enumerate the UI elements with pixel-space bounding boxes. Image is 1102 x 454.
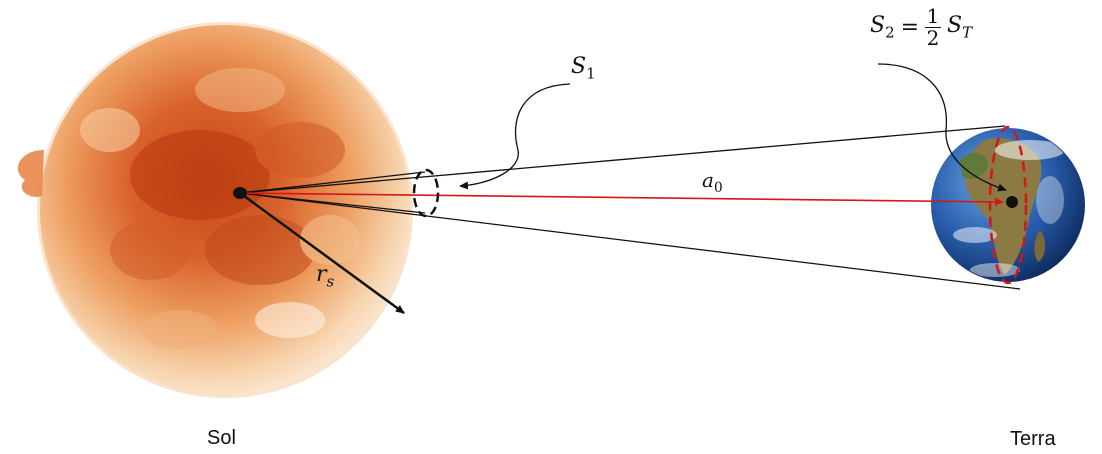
earth-label: Terra — [1010, 428, 1056, 450]
radius-label: rs — [316, 262, 335, 291]
distance-ray — [239, 192, 1004, 206]
s1-label: S1 — [571, 54, 596, 83]
s1-dashed-ellipse — [412, 168, 440, 218]
earth-center-dot — [1006, 196, 1018, 208]
s2-pointer — [877, 63, 1007, 192]
s2-equation: S2 = 1 2 ST — [870, 4, 973, 50]
cone-lines — [239, 125, 1021, 290]
sun-label: Sol — [207, 427, 236, 449]
distance-label: a0 — [702, 168, 723, 196]
sun — [17, 22, 413, 398]
radius-arrow — [239, 191, 405, 315]
s1-pointer — [459, 83, 571, 190]
